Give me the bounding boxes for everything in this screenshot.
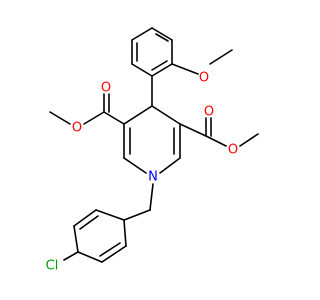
bond	[49, 111, 71, 125]
bond	[155, 33, 169, 42]
right-carbonyl-oxygen-label: O	[204, 105, 214, 120]
molecule-structure: O O O O O N Cl	[0, 0, 300, 300]
bond	[83, 111, 105, 125]
bond	[73, 209, 97, 227]
bond	[131, 27, 153, 41]
bond	[123, 219, 127, 247]
bond	[151, 27, 173, 41]
bond	[239, 133, 259, 147]
bond	[159, 157, 181, 174]
bond	[209, 49, 233, 65]
chlorine-label: Cl	[46, 259, 59, 274]
bond	[123, 209, 151, 221]
bond	[171, 63, 199, 75]
background	[0, 0, 300, 300]
bond	[123, 105, 153, 125]
bond	[99, 242, 121, 257]
bond	[101, 245, 127, 263]
bond	[73, 225, 79, 253]
bond	[103, 111, 125, 125]
bond	[95, 209, 125, 221]
bond	[63, 251, 79, 261]
right-ester-oxygen-label: O	[228, 143, 238, 158]
bond	[179, 123, 207, 137]
bond	[77, 251, 103, 263]
bond	[205, 135, 227, 147]
left-ester-oxygen-label: O	[72, 121, 82, 136]
bond	[149, 183, 154, 211]
bonds	[49, 27, 259, 263]
bond	[151, 63, 173, 77]
bond	[131, 63, 153, 77]
bond	[151, 105, 181, 125]
ring-nitrogen-label: N	[148, 170, 158, 185]
atom-labels: O O O O O N Cl	[46, 71, 238, 274]
bond	[79, 215, 99, 230]
bond	[123, 157, 147, 174]
bond	[151, 60, 168, 71]
left-carbonyl-oxygen-label: O	[101, 81, 111, 96]
methoxy-oxygen-label: O	[199, 71, 209, 86]
